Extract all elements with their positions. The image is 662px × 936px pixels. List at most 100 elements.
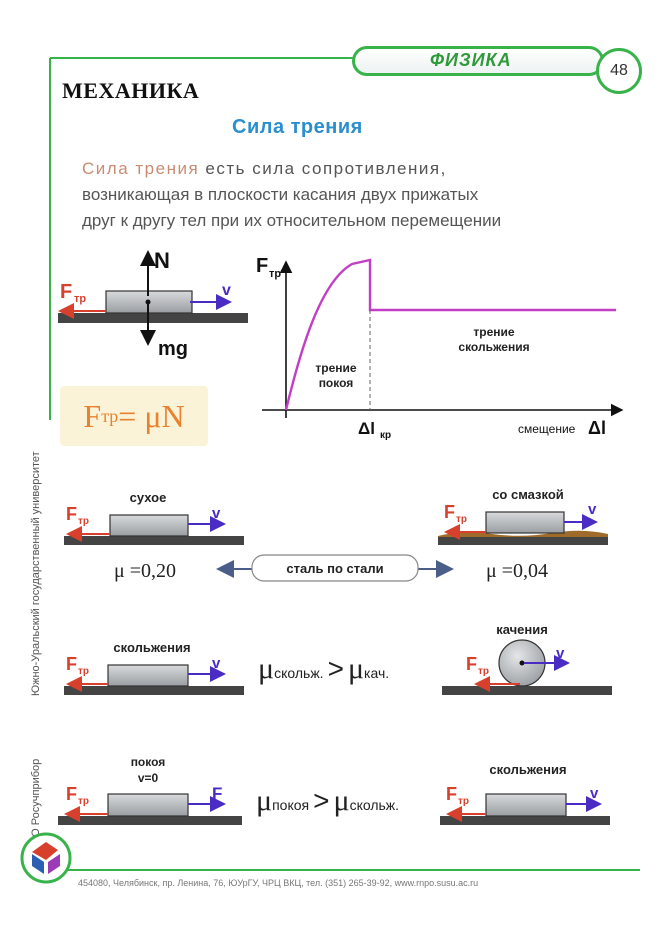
university-text: Южно-Уральский государственный университ… — [30, 451, 42, 696]
dry-diagram: F тр v сухое — [64, 490, 244, 545]
material-comparison: сталь по стали — [216, 554, 454, 582]
y-label-sub: тр — [269, 268, 281, 280]
logo-shape-purple — [48, 854, 60, 874]
friction-graph: F тр смещение Δl Δl кр трение покоя трен… — [256, 255, 624, 441]
label-F: F — [66, 654, 77, 674]
definition-text: Сила трения есть сила сопротивления, воз… — [82, 156, 602, 234]
critical-sub: кр — [380, 430, 391, 441]
static-label-2: покоя — [319, 376, 354, 390]
mu-lubricated: μ =0,04 — [486, 560, 549, 582]
static-label-1: трение — [315, 361, 357, 375]
ground-surface — [438, 536, 608, 545]
formula-lhs: F — [83, 397, 102, 434]
label-F: F — [66, 504, 77, 524]
label-N: N — [154, 248, 170, 273]
mu-a: μ — [258, 652, 275, 685]
subject-title: ФИЗИКА — [430, 50, 512, 70]
x-label: смещение — [518, 422, 576, 436]
label-F: F — [60, 281, 72, 303]
rest-label-1: покоя — [131, 755, 166, 769]
label-v: v — [212, 655, 221, 672]
mu-b-sub: кач. — [364, 665, 390, 681]
label-applied-F: F — [212, 784, 222, 803]
label-v: v — [588, 501, 597, 518]
center-of-mass — [145, 299, 151, 305]
label-F: F — [444, 502, 455, 522]
label-F: F — [66, 784, 77, 804]
mu-b: μ — [347, 652, 365, 685]
sliding-label-2: скольжения — [489, 762, 566, 777]
friction-curve — [284, 258, 616, 411]
definition-term: Сила трения — [82, 159, 200, 178]
wheel-center — [519, 660, 525, 666]
inequality-2: μпокоя>μскольж. — [256, 784, 399, 818]
sliding-diagram-2: F тр v скольжения — [440, 762, 610, 825]
label-F-sub: тр — [78, 666, 89, 677]
block — [107, 664, 189, 687]
block — [109, 514, 189, 537]
label-mg: mg — [158, 338, 188, 360]
mu-b-sub: скольж. — [349, 797, 400, 813]
topic-title: Сила трения — [232, 116, 363, 138]
definition-line1: есть сила сопротивления, — [199, 159, 447, 178]
label-v: v — [590, 785, 599, 802]
block — [485, 793, 567, 817]
mu-b: μ — [333, 784, 350, 817]
main-force-diagram: N mg v F тр — [58, 248, 248, 360]
label-F-sub: тр — [456, 514, 467, 525]
section-title: МЕХАНИКА — [62, 78, 200, 103]
dry-label: сухое — [130, 490, 167, 505]
formula-rhs: = μN — [118, 397, 185, 434]
definition-line2: возникающая в плоскости касания двух при… — [82, 185, 479, 204]
publisher-logo — [20, 832, 72, 884]
label-F: F — [466, 654, 477, 674]
static-diagram: F тр F покоя v=0 — [58, 755, 242, 825]
label-v: v — [556, 645, 565, 662]
sliding-label-2: скольжения — [458, 340, 529, 354]
side-text: РНПО Росучприбор Южно-Уральский государс… — [30, 380, 44, 860]
ground-surface — [58, 816, 242, 825]
label-F-sub: тр — [458, 796, 469, 807]
gt-sign: > — [327, 653, 344, 684]
page-number: 48 — [596, 48, 642, 94]
subject-banner — [352, 46, 604, 76]
mu-a-sub: скольж. — [274, 665, 324, 681]
logo-shape-blue — [32, 854, 44, 874]
critical-label: Δl — [358, 419, 375, 438]
lubricated-diagram: F тр v со смазкой — [438, 487, 608, 545]
mu-a: μ — [256, 784, 273, 817]
label-F-sub: тр — [74, 293, 86, 305]
label-F-sub: тр — [78, 516, 89, 527]
material-label: сталь по стали — [286, 561, 383, 576]
gt-sign: > — [313, 785, 330, 816]
rolling-diagram: F тр v качения — [442, 622, 612, 695]
lubricant-layer — [438, 530, 608, 537]
label-F-sub: тр — [478, 666, 489, 677]
label-v: v — [212, 505, 221, 522]
lubricated-label: со смазкой — [492, 487, 564, 502]
definition-line3: друг к другу тел при их относительном пе… — [82, 211, 502, 230]
block — [485, 511, 565, 534]
sliding-diagram: F тр v скольжения — [64, 640, 244, 695]
material-box — [251, 554, 419, 582]
footer-address: 454080, Челябинск, пр. Ленина, 76, ЮУрГУ… — [78, 878, 479, 888]
label-v: v — [222, 282, 231, 299]
logo-shape-red — [32, 842, 58, 860]
ground-surface — [58, 313, 248, 323]
ground-surface — [440, 816, 610, 825]
ground-surface — [442, 686, 612, 695]
sliding-label-1: трение — [473, 325, 515, 339]
label-F: F — [446, 784, 457, 804]
mu-a-sub: покоя — [272, 797, 310, 813]
block — [107, 793, 189, 817]
rolling-label: качения — [496, 622, 548, 637]
sliding-label: скольжения — [113, 640, 190, 655]
rest-label-2: v=0 — [138, 771, 159, 785]
y-label: F — [256, 255, 268, 277]
label-F-sub: тр — [78, 796, 89, 807]
inequality-1: μскольж.>μкач. — [258, 652, 389, 686]
x-label-symbol: Δl — [588, 418, 606, 438]
mu-dry: μ =0,20 — [114, 560, 177, 582]
formula-lhs-sub: тр — [101, 405, 119, 426]
